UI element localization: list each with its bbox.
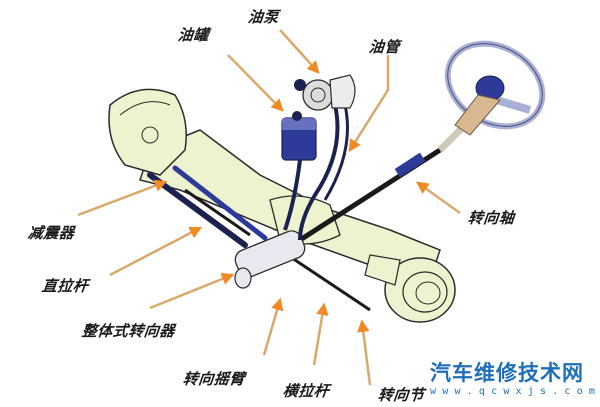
steering-wheel [444,40,546,136]
watermark: 汽车维修技术网 www.qcwxjs.com [428,361,600,398]
label-pitman-arm: 转向摇臂 [182,370,246,388]
front-axle [108,88,456,323]
watermark-title: 汽车维修技术网 [428,361,600,385]
power-steering-pump-group [281,74,356,241]
label-steering-shaft: 转向轴 [467,209,516,227]
watermark-url: www.qcwxjs.com [428,385,600,398]
steering-gear-box [234,230,306,289]
label-shock-absorber: 减震器 [27,224,76,242]
label-steering-knuckle: 转向节 [377,386,426,404]
label-drag-link: 直拉杆 [41,277,90,295]
label-oil-tank: 油罐 [177,26,210,44]
label-integral-steering-gear: 整体式转向器 [81,322,176,340]
label-tie-rod: 横拉杆 [282,382,331,400]
label-oil-pipe: 油管 [368,38,401,56]
leader-arrows [77,29,461,386]
label-oil-pump: 油泵 [247,8,280,26]
tie-rod-line [279,248,371,312]
